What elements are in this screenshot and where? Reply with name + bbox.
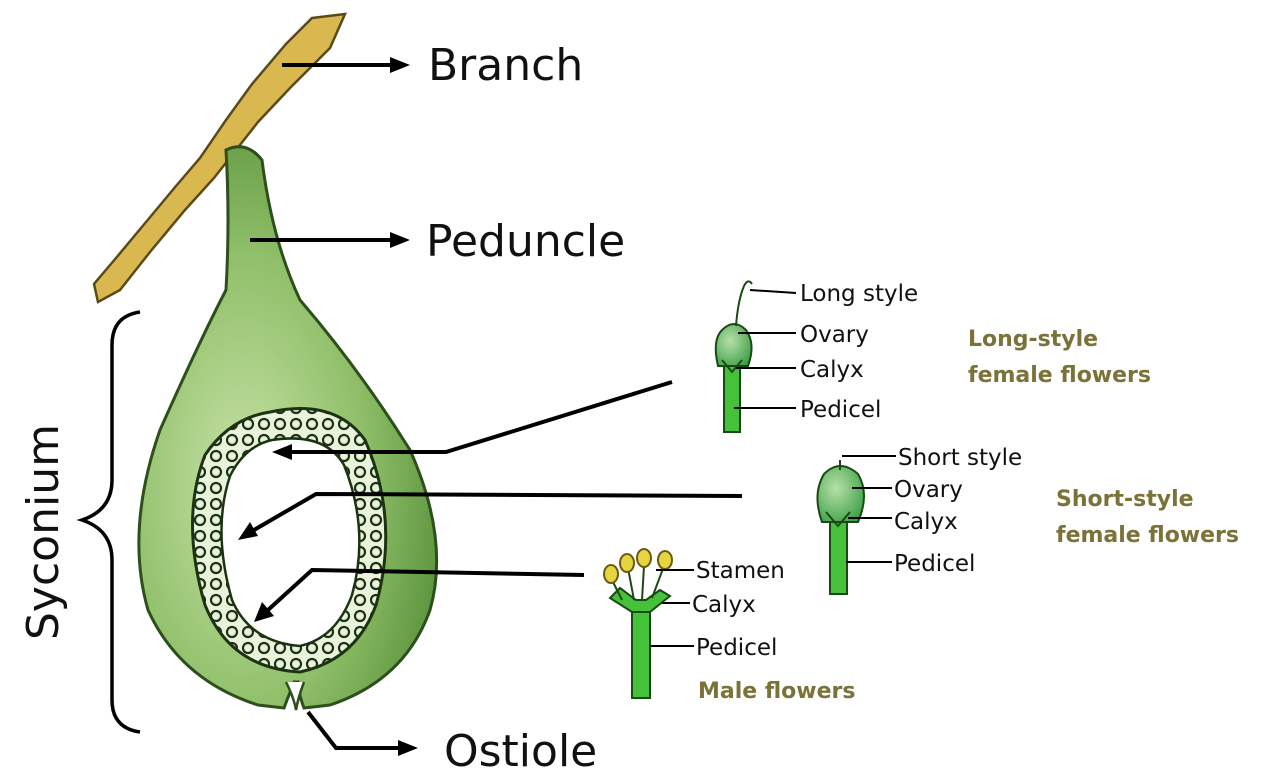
short-style-part-ovary: Ovary [894, 477, 963, 503]
short-style-part-short-style: Short style [898, 445, 1022, 471]
long-style-part-ovary: Ovary [800, 322, 869, 348]
branch-label: Branch [428, 40, 583, 91]
long-style-part-long-style: Long style [800, 281, 918, 307]
short-style-caption-line2: female flowers [1056, 523, 1239, 548]
long-style-caption-line1: Long-style [968, 327, 1098, 352]
syconium-bracket [82, 312, 140, 732]
short-style-part-pedicel: Pedicel [894, 551, 975, 577]
long-style-caption-line2: female flowers [968, 363, 1151, 388]
syconium-body [139, 147, 437, 710]
short-style-caption-line1: Short-style [1056, 487, 1194, 512]
short-style-flower [817, 456, 896, 594]
ostiole-label: Ostiole [444, 726, 597, 769]
branch-shape [94, 14, 345, 302]
ostiole-arrow [308, 712, 418, 756]
male-part-stamen: Stamen [696, 558, 785, 584]
male-flower [604, 549, 694, 698]
long-style-part-pedicel: Pedicel [800, 397, 881, 423]
long-style-flower [716, 281, 796, 432]
syconium-cavity [221, 438, 359, 646]
male-caption: Male flowers [698, 679, 855, 704]
syconium-label: Syconium [18, 424, 69, 640]
long-style-part-calyx: Calyx [800, 357, 864, 383]
short-style-part-calyx: Calyx [894, 509, 958, 535]
male-part-pedicel: Pedicel [696, 635, 777, 661]
male-part-calyx: Calyx [692, 592, 756, 618]
peduncle-label: Peduncle [426, 216, 625, 267]
